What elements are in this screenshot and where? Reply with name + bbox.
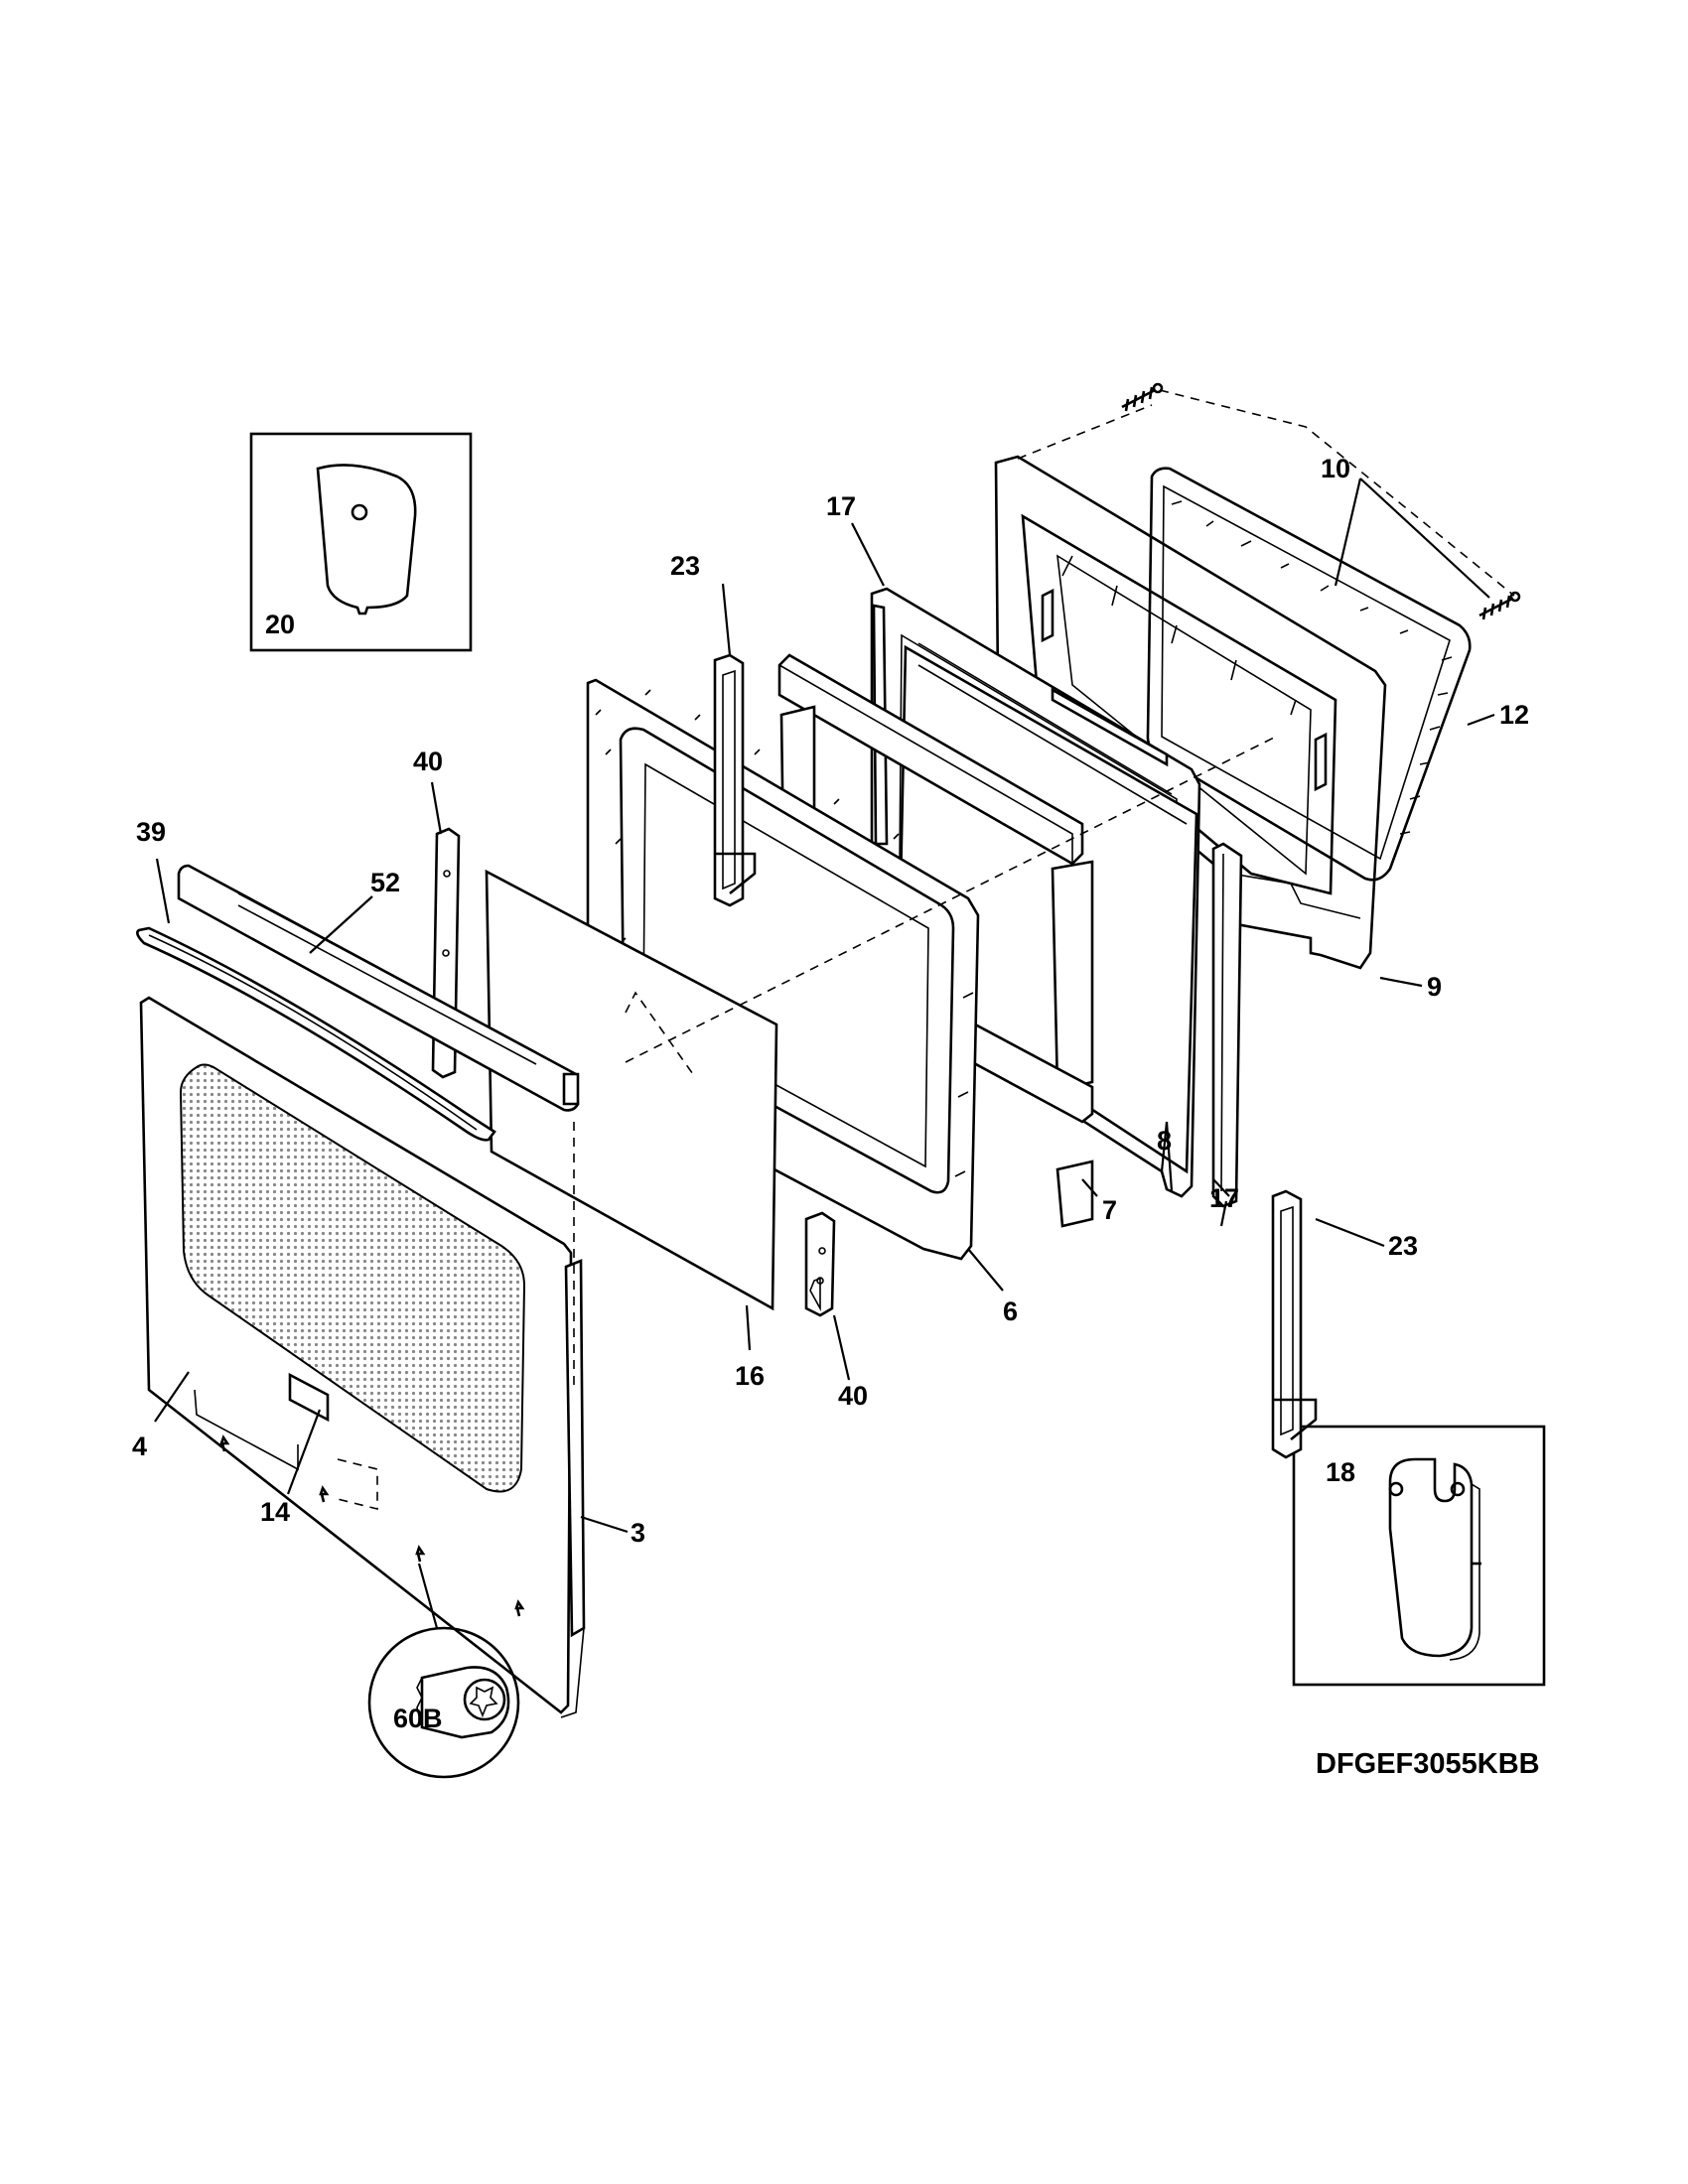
callout-60b: 60B bbox=[393, 1704, 443, 1733]
leader-lines bbox=[154, 478, 1495, 1629]
part-17b-side-channel bbox=[1211, 842, 1243, 1208]
callout-6: 6 bbox=[1003, 1297, 1018, 1326]
callout-16: 16 bbox=[735, 1361, 765, 1391]
callout-12: 12 bbox=[1499, 700, 1529, 730]
callout-40-top: 40 bbox=[413, 747, 443, 776]
explode-lines bbox=[337, 389, 1515, 1511]
callout-10: 10 bbox=[1321, 454, 1350, 483]
callout-20: 20 bbox=[265, 610, 295, 639]
callout-8: 8 bbox=[1157, 1126, 1172, 1156]
callout-7: 7 bbox=[1102, 1195, 1117, 1225]
part-60b-detail bbox=[367, 1626, 520, 1779]
callout-23-top: 23 bbox=[670, 551, 700, 581]
callout-39: 39 bbox=[136, 817, 166, 847]
callout-17-bottom: 17 bbox=[1209, 1183, 1239, 1213]
inset-part-18 bbox=[1292, 1425, 1546, 1687]
callout-18: 18 bbox=[1326, 1457, 1355, 1487]
callout-40-bottom: 40 bbox=[838, 1381, 868, 1411]
inset-part-20 bbox=[249, 432, 473, 652]
part-40-channel-lower bbox=[804, 1211, 836, 1317]
part-10-screws bbox=[1121, 382, 1521, 620]
part-23-hinge-lower bbox=[1271, 1189, 1318, 1459]
model-number: DFGEF3055KBB bbox=[1316, 1748, 1540, 1780]
part-60b-screws bbox=[219, 1434, 525, 1617]
part-9-door-liner bbox=[994, 455, 1387, 970]
part-39-door-handle bbox=[136, 926, 496, 1142]
part-23-hinge-upper bbox=[713, 653, 757, 907]
callout-9: 9 bbox=[1427, 972, 1442, 1002]
callout-17-top: 17 bbox=[826, 491, 856, 521]
callout-52: 52 bbox=[370, 868, 400, 897]
part-52-top-trim bbox=[177, 864, 580, 1112]
callout-23-bottom: 23 bbox=[1388, 1231, 1418, 1261]
part-4-outer-door-panel bbox=[139, 996, 573, 1714]
callout-3: 3 bbox=[631, 1518, 645, 1548]
part-3-side-trim bbox=[560, 1259, 586, 1718]
callout-14: 14 bbox=[260, 1497, 290, 1527]
callout-4: 4 bbox=[132, 1432, 147, 1461]
